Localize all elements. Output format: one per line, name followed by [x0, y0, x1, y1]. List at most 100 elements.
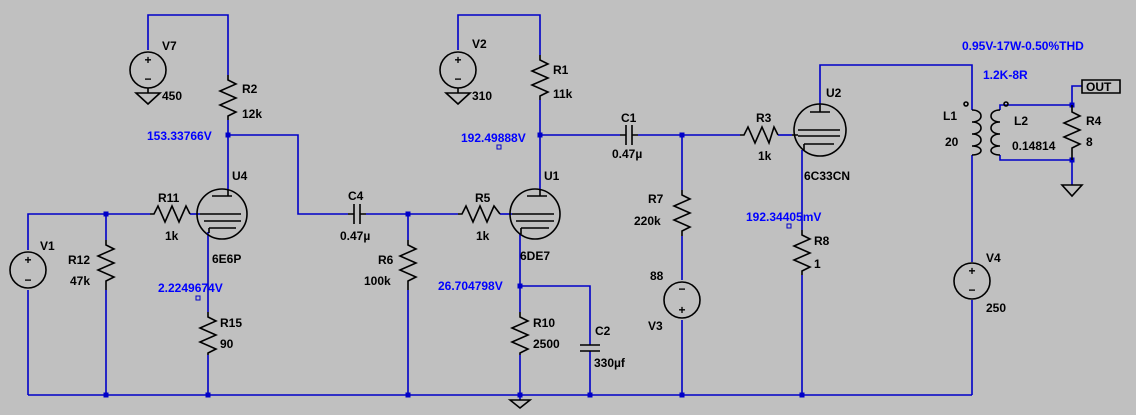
tube-u2: U2 6C33CN	[792, 86, 850, 183]
r1-value: 11k	[553, 87, 573, 101]
r5-symbol	[458, 204, 501, 224]
c4-value: 0.47µ	[340, 229, 370, 243]
resistor-r11: R11 1k	[150, 191, 191, 243]
inductor-l2: L2 0.14814	[990, 101, 1056, 156]
u4-cathode-voltage: 2.2249674V	[158, 281, 223, 295]
r12-symbol	[96, 240, 116, 290]
v1-minus: −	[24, 273, 31, 287]
spec-annotation-line1: 0.95V-17W-0.50%THD	[962, 39, 1084, 53]
l1-dot-icon	[963, 101, 969, 107]
wire-l2-bottom	[999, 155, 1072, 161]
r2-name: R2	[242, 82, 258, 96]
resistor-r3: R3 1k	[740, 111, 779, 163]
v1-name: V1	[40, 239, 55, 253]
v1-plus: +	[24, 253, 31, 267]
out-port-icon	[1081, 79, 1121, 94]
v2-minus: −	[454, 72, 461, 86]
u2-model: 6C33CN	[804, 169, 850, 183]
r5-name: R5	[475, 191, 491, 205]
v2-ground-icon	[443, 88, 473, 106]
v7-value: 450	[162, 89, 182, 103]
wire-u2-plate	[819, 64, 973, 110]
ground-icon-r4	[1060, 184, 1084, 198]
spec-annotation-line2: 1.2K-8R	[983, 68, 1028, 82]
r11-symbol	[150, 204, 191, 224]
v4-minus: −	[968, 283, 975, 297]
wires	[27, 14, 1082, 400]
u1-plate-voltage: 192.49888V	[461, 131, 526, 145]
r8-name: R8	[814, 234, 830, 248]
junctions	[103, 102, 1075, 398]
tube-u1: U1 6DE7	[509, 169, 561, 263]
u4-plate-voltage: 153.33766V	[147, 129, 212, 143]
u4-internals	[200, 190, 241, 233]
v4-plus: +	[968, 264, 975, 278]
r4-value: 8	[1086, 135, 1093, 149]
junction-gnd-r10	[517, 392, 523, 398]
r12-name: R12	[68, 253, 90, 267]
l2-value: 0.14814	[1012, 139, 1056, 153]
voltage-source-v1: + − V1	[9, 239, 55, 289]
r4-symbol	[1062, 105, 1082, 160]
v2-plus: +	[454, 53, 461, 67]
junction-gnd-r6	[405, 392, 411, 398]
r2-value: 12k	[242, 107, 262, 121]
r5-value: 1k	[476, 229, 490, 243]
r10-value: 2500	[533, 337, 560, 351]
r15-value: 90	[220, 337, 234, 351]
probe-u1-plate	[496, 144, 502, 150]
resistor-r7: R7 220k	[634, 190, 692, 236]
c2-value: 330µf	[594, 356, 626, 370]
r1-name: R1	[553, 63, 569, 77]
u1-model: 6DE7	[520, 249, 550, 263]
r10-name: R10	[533, 316, 555, 330]
u4-name: U4	[232, 169, 248, 183]
voltage-source-v7: + − V7 450	[129, 39, 182, 106]
l1-name: L1	[943, 109, 957, 123]
tube-u4: U4 6E6P	[196, 169, 248, 266]
wire-v1-top	[27, 213, 150, 250]
voltage-source-v2: + − V2 310	[439, 37, 492, 106]
wire-v2-r1	[457, 14, 541, 55]
v3-symbol	[663, 281, 701, 319]
c1-name: C1	[621, 111, 637, 125]
v7-name: V7	[162, 39, 177, 53]
u1-name: U1	[544, 169, 560, 183]
junction-r6-top	[405, 211, 411, 217]
capacitor-c2: C2 330µf	[580, 324, 626, 370]
v3-plus: +	[678, 303, 685, 317]
r11-name: R11	[158, 191, 180, 205]
r7-name: R7	[648, 192, 664, 206]
r12-value: 47k	[70, 274, 90, 288]
r7-symbol	[672, 190, 692, 236]
u1-envelope	[509, 188, 561, 240]
v2-value: 310	[472, 89, 492, 103]
junction-u4-plate	[225, 132, 231, 138]
resistor-r1: R1 11k	[530, 55, 573, 101]
v4-value: 250	[986, 301, 1006, 315]
junction-gnd-c2	[587, 392, 593, 398]
u4-model: 6E6P	[212, 252, 241, 266]
probe-u2-cathode	[786, 223, 792, 229]
output-port: OUT	[1081, 79, 1121, 94]
r6-symbol	[398, 240, 418, 290]
wire-c2	[520, 285, 591, 395]
junction-gnd-r8	[799, 392, 805, 398]
u2-name: U2	[826, 86, 842, 100]
c4-symbol	[348, 204, 366, 224]
v4-name: V4	[986, 251, 1001, 265]
r1-symbol	[530, 55, 550, 100]
resistor-r12: R12 47k	[68, 240, 116, 290]
junction-u1-cathode	[517, 283, 523, 289]
probe-markers	[195, 144, 792, 301]
junction-r7-top	[679, 132, 685, 138]
r8-symbol	[792, 230, 812, 275]
ground-icon-main	[507, 399, 533, 410]
r3-name: R3	[756, 111, 772, 125]
wire-u4-plate-c4	[228, 134, 348, 215]
r11-value: 1k	[165, 229, 179, 243]
junction-gnd-v1r12	[103, 392, 109, 398]
u2-cathode-voltage: 192.34405mV	[746, 210, 821, 224]
resistor-r6: R6 100k	[364, 240, 418, 290]
